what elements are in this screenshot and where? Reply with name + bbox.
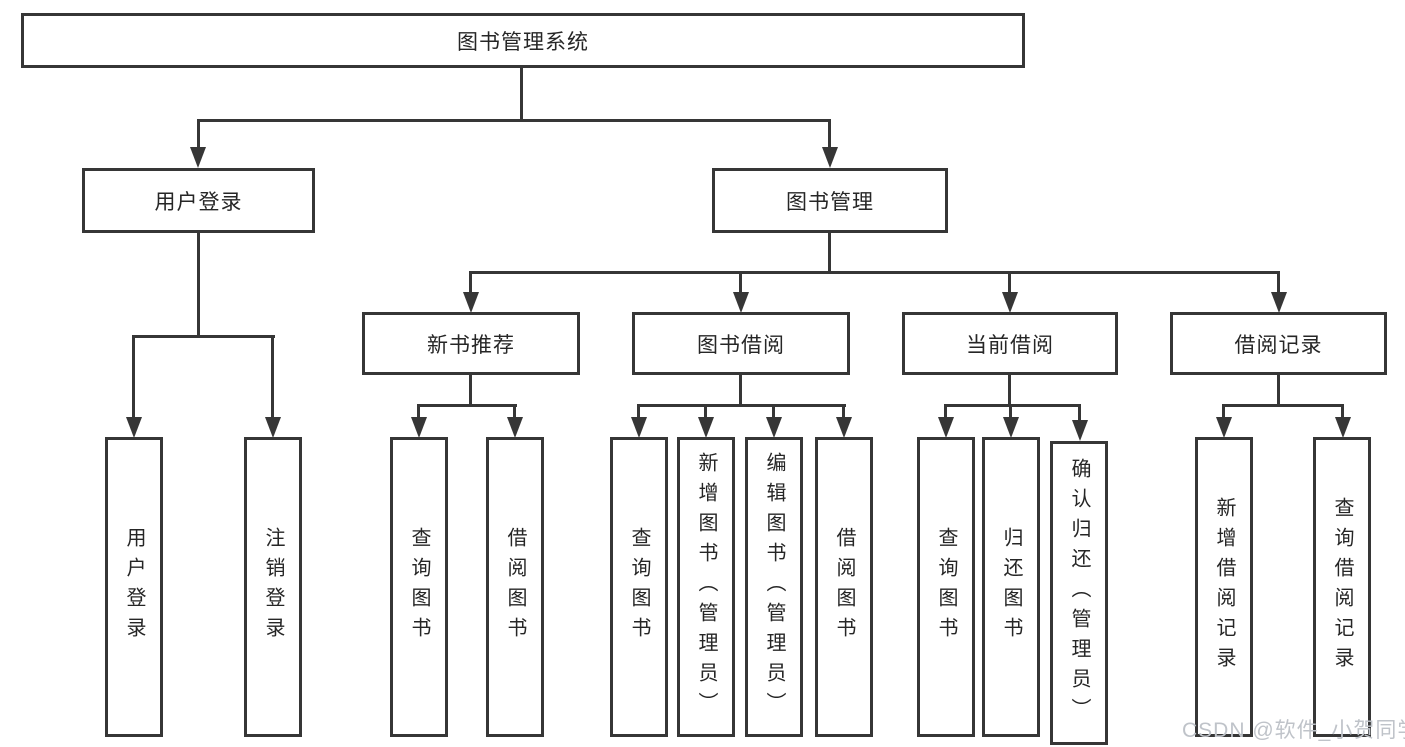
connector-book-borrow-stem xyxy=(739,375,742,407)
connector-drop-borrow-record xyxy=(1277,271,1280,294)
arrowhead xyxy=(836,417,852,438)
leaf-add-borrow-record: 新增借阅记录 xyxy=(1195,437,1253,737)
arrowhead-borrow-record xyxy=(1271,292,1287,313)
arrowhead xyxy=(1072,420,1088,441)
connector-drop-current-borrow xyxy=(1008,271,1011,294)
leaf-return-book: 归还图书 xyxy=(982,437,1040,737)
arrowhead xyxy=(1335,417,1351,438)
arrowhead xyxy=(631,417,647,438)
node-new-book-recommend: 新书推荐 xyxy=(362,312,580,375)
leaf-query-borrow-record: 查询借阅记录 xyxy=(1313,437,1371,737)
arrowhead xyxy=(411,417,427,438)
connector-borrow-record-bar xyxy=(1222,404,1344,407)
arrowhead-current-borrow xyxy=(1002,292,1018,313)
connector-drop xyxy=(842,404,845,419)
arrowhead-book-management xyxy=(822,147,838,168)
connector-drop xyxy=(513,404,516,419)
arrowhead-leaf-login xyxy=(126,417,142,438)
connector-drop-leaf-login xyxy=(132,335,135,420)
connector-drop xyxy=(1009,404,1012,419)
arrowhead-user-login xyxy=(190,147,206,168)
connector-borrow-record-stem xyxy=(1277,375,1280,407)
leaf-confirm-return-admin: 确认归还（管理员） xyxy=(1050,441,1108,745)
node-current-borrow: 当前借阅 xyxy=(902,312,1118,375)
connector-root-bar xyxy=(197,119,831,122)
leaf-add-book-admin: 新增图书（管理员） xyxy=(677,437,735,737)
connector-new-book-bar xyxy=(417,404,517,407)
arrowhead xyxy=(698,417,714,438)
connector-book-management-bar xyxy=(469,271,1280,274)
arrowhead xyxy=(1216,417,1232,438)
connector-drop xyxy=(704,404,707,419)
connector-drop xyxy=(417,404,420,419)
connector-drop xyxy=(1222,404,1225,419)
node-user-login: 用户登录 xyxy=(82,168,315,233)
connector-root-stem xyxy=(520,68,523,122)
leaf-logout: 注销登录 xyxy=(244,437,302,737)
node-borrow-record: 借阅记录 xyxy=(1170,312,1387,375)
connector-drop xyxy=(944,404,947,419)
arrowhead-book-borrow xyxy=(733,292,749,313)
leaf-borrow-book: 借阅图书 xyxy=(815,437,873,737)
connector-current-borrow-stem xyxy=(1008,375,1011,407)
leaf-borrow-book-recommend: 借阅图书 xyxy=(486,437,544,737)
connector-drop-book-management xyxy=(828,119,831,150)
connector-book-borrow-bar xyxy=(637,404,846,407)
node-book-borrow: 图书借阅 xyxy=(632,312,850,375)
node-root-library-system: 图书管理系统 xyxy=(21,13,1025,68)
arrowhead xyxy=(938,417,954,438)
csdn-watermark: CSDN @软件_小贺同学 xyxy=(1182,719,1405,742)
connector-new-book-stem xyxy=(469,375,472,407)
connector-drop-leaf-logout xyxy=(271,335,274,420)
connector-drop xyxy=(1078,404,1081,421)
node-book-management: 图书管理 xyxy=(712,168,948,233)
connector-user-login-bar xyxy=(132,335,275,338)
leaf-query-book-recommend: 查询图书 xyxy=(390,437,448,737)
arrowhead-leaf-logout xyxy=(265,417,281,438)
connector-drop xyxy=(637,404,640,419)
connector-drop-new-book xyxy=(469,271,472,294)
arrowhead xyxy=(766,417,782,438)
arrowhead xyxy=(1003,417,1019,438)
leaf-query-book-borrow: 查询图书 xyxy=(610,437,668,737)
connector-drop-book-borrow xyxy=(739,271,742,294)
leaf-query-book-current: 查询图书 xyxy=(917,437,975,737)
connector-drop-user-login xyxy=(197,119,200,150)
connector-drop xyxy=(772,404,775,419)
arrowhead-new-book xyxy=(463,292,479,313)
arrowhead xyxy=(507,417,523,438)
leaf-user-login: 用户登录 xyxy=(105,437,163,737)
connector-drop xyxy=(1341,404,1344,419)
connector-book-management-stem xyxy=(828,233,831,274)
leaf-edit-book-admin: 编辑图书（管理员） xyxy=(745,437,803,737)
connector-current-borrow-bar xyxy=(944,404,1081,407)
connector-user-login-stem xyxy=(197,233,200,338)
